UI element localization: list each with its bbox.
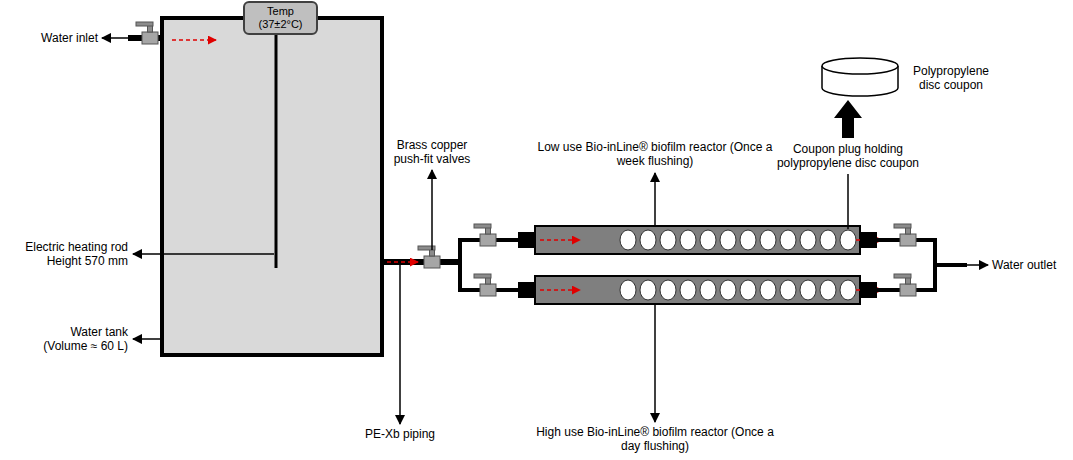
block-arrow [834,100,862,138]
inlet-label: Water inlet [18,31,98,45]
coupon-plug [840,280,856,300]
coupon-plug [660,280,676,300]
push-fit-valve [894,274,916,296]
coupon-plug [760,230,776,250]
coupon-plug [780,230,796,250]
coupon-plug [740,230,756,250]
flow-arrow [540,239,580,241]
leader-arrow [399,265,401,424]
push-fit-valve [474,224,496,246]
end-cap [518,232,535,248]
coupon-plug [720,280,736,300]
coupon-plug [700,280,716,300]
leader-arrow [133,338,160,340]
reactor-label: Low use Bio-inLine® biofilm reactor (Onc… [535,140,775,168]
inlet-valve [136,22,158,44]
reactor-label: High use Bio-inLine® biofilm reactor (On… [535,425,775,453]
biofilm-reactor [535,226,860,254]
tank-label: Water tank (Volume ≈ 60 L) [33,325,128,353]
coupon-plug [780,280,796,300]
push-fit-valve [474,274,496,296]
outlet-pipe [877,240,967,290]
coupon-plug [820,230,836,250]
coupon-plug [820,280,836,300]
coupon-plug [840,230,856,250]
node-text: Temp (37±2°C) [251,5,310,31]
coupon-plug [620,280,636,300]
leader-arrow [102,37,128,39]
disc-coupon [822,58,898,96]
leader-arrow [654,173,656,225]
flow-arrow [387,261,418,263]
water-tank [162,18,382,355]
coupon-plug [720,230,736,250]
flow-arrow [172,39,216,41]
heating-rod-label: Electric heating rod Height 570 mm [6,240,128,268]
end-cap [860,282,877,298]
leader-arrow [654,305,656,422]
push-fit-valve [894,224,916,246]
piping-label: PE-Xb piping [355,427,445,441]
coupon-plug [620,230,636,250]
coupon-plug [640,230,656,250]
valve-label: Brass copper push-fit valves [384,138,480,166]
leader-arrow [967,264,988,266]
leader-line [847,174,849,229]
end-cap [518,282,535,298]
coupon-plug [660,230,676,250]
flow-arrow [540,289,580,291]
leader-arrow [133,253,274,255]
biofilm-reactor [535,276,860,304]
heating-rod [275,35,278,268]
temperature-box: Temp (37±2°C) [243,1,318,35]
coupon-plug [740,280,756,300]
outlet-label: Water outlet [992,258,1070,272]
coupon-label: Polypropylene disc coupon [905,64,997,92]
push-fit-valve [418,246,440,268]
coupon-plug [640,280,656,300]
coupon-plug [800,230,816,250]
end-cap [860,232,877,248]
coupon-plug [680,230,696,250]
leader-arrow [431,170,433,250]
coupon-plug [680,280,696,300]
coupon-plug [760,280,776,300]
coupon-plug [800,280,816,300]
coupon-plug-label: Coupon plug holding polypropylene disc c… [772,142,924,170]
pexb-pipe [382,259,462,265]
coupon-plug [700,230,716,250]
